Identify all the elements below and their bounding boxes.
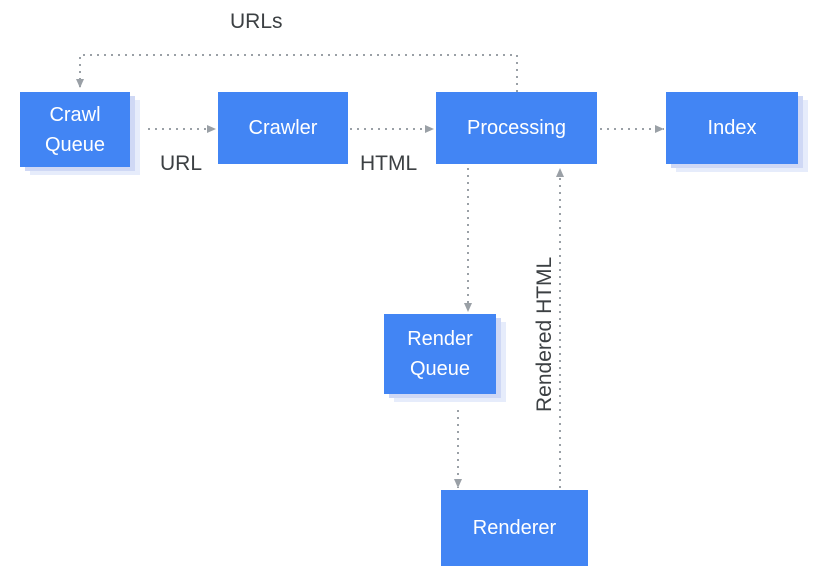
label-rendered-html: Rendered HTML [533,256,556,412]
node-crawler: Crawler [218,92,348,164]
node-processing: Processing [436,92,597,164]
label-url: URL [160,152,203,175]
node-crawl-queue: Crawl Queue [20,92,130,167]
label-html: HTML [360,152,418,175]
node-render-queue: Render Queue [384,314,496,394]
node-renderer: Renderer [441,490,588,566]
node-index: Index [666,92,798,164]
edge-urls-loop [76,54,518,92]
label-urls: URLs [230,10,283,33]
